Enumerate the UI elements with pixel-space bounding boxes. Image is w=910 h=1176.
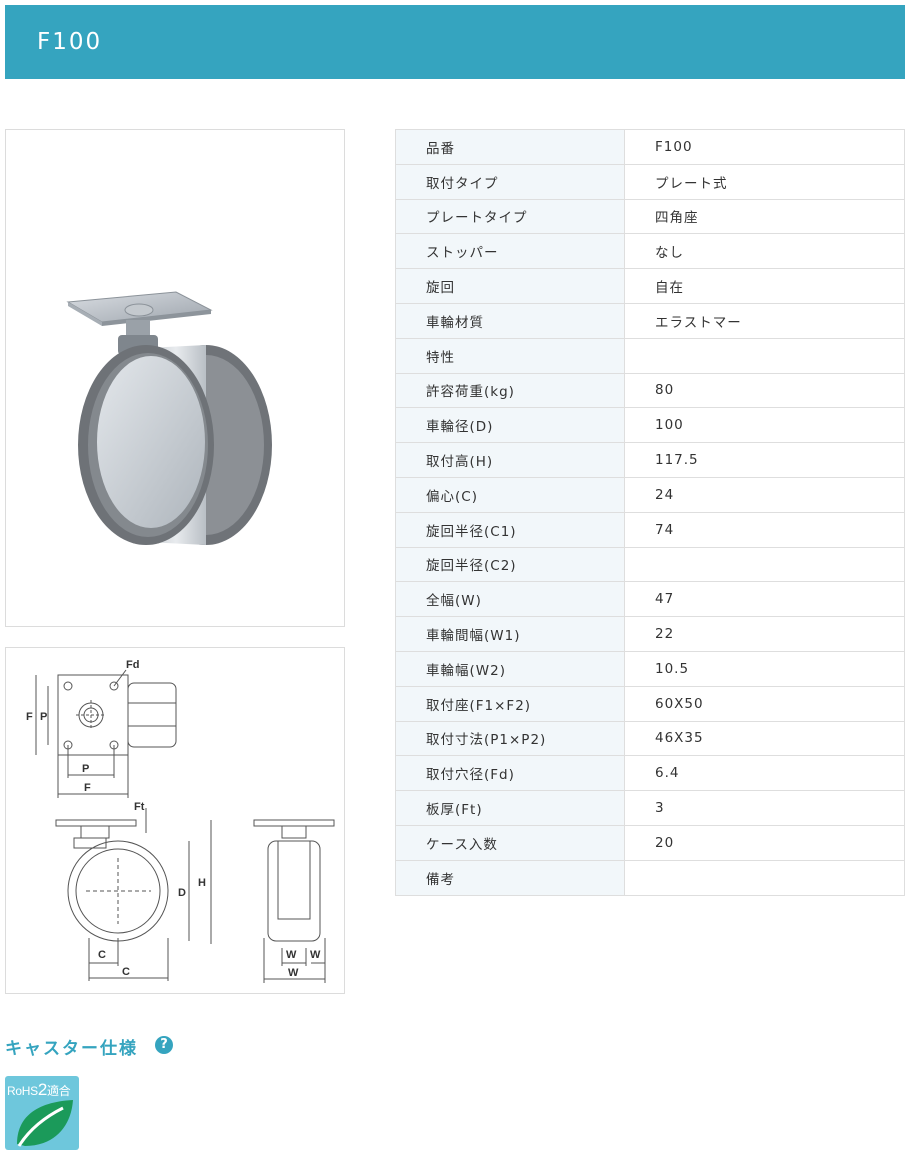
spec-row: 許容荷重(kg)80 [395,372,905,409]
spec-value: 117.5 [624,442,905,478]
spec-label: プレートタイプ [395,198,625,235]
spec-row: 車輪幅(W2)10.5 [395,650,905,687]
spec-value [624,337,905,374]
spec-value: F100 [624,129,905,165]
spec-value: 自在 [624,268,905,304]
spec-label: 取付タイプ [395,163,625,200]
spec-row: 取付穴径(Fd)6.4 [395,755,905,792]
spec-row: ストッパーなし [395,233,905,270]
spec-value [624,546,905,583]
spec-label: 板厚(Ft) [395,790,625,826]
spec-label: ケース入数 [395,824,625,861]
spec-value: 24 [624,476,905,513]
spec-label: 品番 [395,129,625,165]
section-title: キャスター仕様 [5,1039,138,1059]
spec-label: 旋回半径(C2) [395,546,625,583]
page-header: F100 [5,5,905,79]
spec-label: 取付穴径(Fd) [395,755,625,792]
rohs-number: 2 [37,1080,47,1099]
spec-row: 旋回自在 [395,268,905,304]
spec-value: 10.5 [624,650,905,687]
spec-value: 47 [624,581,905,618]
label-d: D [178,887,186,899]
spec-row: 板厚(Ft)3 [395,790,905,826]
label-w1: W [286,949,297,961]
spec-value: 46X35 [624,720,905,757]
spec-label: 車輪幅(W2) [395,650,625,687]
spec-value: 80 [624,372,905,409]
spec-row: 取付タイププレート式 [395,163,905,200]
label-p1: P [40,711,47,723]
spec-value: 6.4 [624,755,905,792]
spec-label: 車輪材質 [395,302,625,339]
spec-row: 車輪材質エラストマー [395,302,905,339]
page-title: F100 [37,29,103,55]
spec-value: なし [624,233,905,270]
spec-row: 取付寸法(P1×P2)46X35 [395,720,905,757]
label-fd: Fd [126,659,139,671]
spec-row: 旋回半径(C2) [395,546,905,583]
rohs-badge: RoHS2適合 [5,1076,79,1150]
spec-label: 車輪間幅(W1) [395,616,625,652]
label-p2: P [82,763,89,775]
spec-value: 3 [624,790,905,826]
spec-value: 74 [624,511,905,548]
spec-label: 備考 [395,859,625,896]
spec-row: 車輪径(D)100 [395,407,905,444]
spec-label: 取付座(F1×F2) [395,685,625,722]
spec-value: 100 [624,407,905,444]
spec-value: 22 [624,616,905,652]
label-f2: F [84,782,91,794]
spec-label: 取付高(H) [395,442,625,478]
label-c: C [98,949,106,961]
rohs-suffix: 適合 [46,1084,71,1098]
spec-label: 車輪径(D) [395,407,625,444]
spec-value: 四角座 [624,198,905,235]
spec-value: 20 [624,824,905,861]
spec-label: 全幅(W) [395,581,625,618]
leaf-icon [17,1100,73,1147]
label-w: W [288,967,299,979]
label-ft: Ft [134,801,145,813]
spec-row: 特性 [395,337,905,374]
spec-row: 旋回半径(C1)74 [395,511,905,548]
spec-label: 旋回 [395,268,625,304]
spec-label: 取付寸法(P1×P2) [395,720,625,757]
spec-label: ストッパー [395,233,625,270]
spec-label: 許容荷重(kg) [395,372,625,409]
spec-row: 偏心(C)24 [395,476,905,513]
spec-row: 取付座(F1×F2)60X50 [395,685,905,722]
spec-row: 全幅(W)47 [395,581,905,618]
label-h: H [198,877,206,889]
label-c1: C [122,966,130,978]
question-circle-icon[interactable]: ? [155,1036,173,1054]
label-f1: F [26,711,33,723]
spec-value: 60X50 [624,685,905,722]
label-w2: W [310,949,321,961]
spec-row: プレートタイプ四角座 [395,198,905,235]
spec-label: 旋回半径(C1) [395,511,625,548]
rohs-label: RoHS [7,1084,38,1098]
spec-label: 特性 [395,337,625,374]
spec-row: 取付高(H)117.5 [395,442,905,478]
spec-value: プレート式 [624,163,905,200]
spec-label: 偏心(C) [395,476,625,513]
product-photo [5,129,345,627]
spec-row: 備考 [395,859,905,896]
spec-value [624,859,905,896]
spec-value: エラストマー [624,302,905,339]
spec-row: 車輪間幅(W1)22 [395,616,905,652]
dimension-diagram: Fd F P P F Ft D H C C W W W [5,647,345,994]
